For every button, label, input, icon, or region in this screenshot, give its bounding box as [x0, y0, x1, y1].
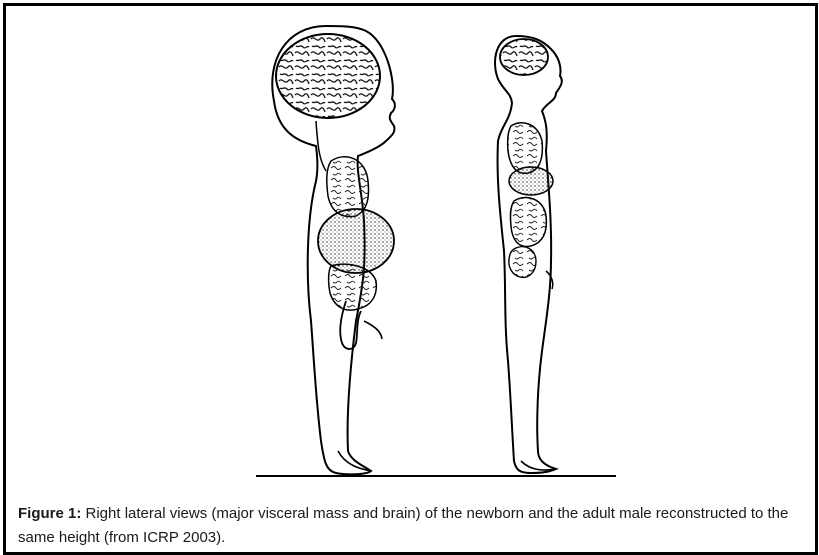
newborn-figure — [272, 26, 395, 474]
adult-foot — [521, 461, 556, 470]
caption-label: Figure 1: — [18, 505, 81, 522]
newborn-liver — [318, 209, 394, 273]
newborn-intestines — [329, 264, 377, 310]
figure-frame: Figure 1: Right lateral views (major vis… — [3, 3, 818, 555]
adult-liver — [509, 167, 553, 195]
newborn-brain — [276, 34, 380, 118]
body-comparison-illustration — [246, 21, 626, 481]
adult-figure — [495, 36, 562, 473]
newborn-arm-stub — [364, 321, 382, 339]
figure-caption: Figure 1: Right lateral views (major vis… — [18, 502, 808, 550]
adult-brain — [500, 39, 548, 75]
caption-text: Right lateral views (major visceral mass… — [18, 505, 788, 546]
adult-lower-viscera — [509, 247, 536, 278]
newborn-lungs — [327, 157, 369, 217]
adult-lungs — [508, 123, 543, 174]
adult-intestines — [510, 197, 546, 246]
